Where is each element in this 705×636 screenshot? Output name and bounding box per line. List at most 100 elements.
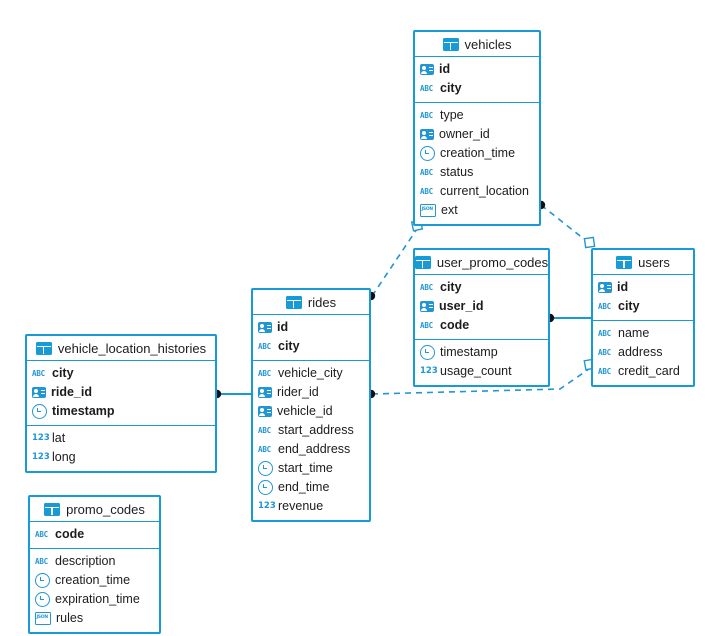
field-label: credit_card [618, 364, 680, 379]
primary-key-row[interactable]: id [415, 60, 539, 79]
clock-icon [32, 404, 47, 419]
field-label: long [52, 450, 76, 465]
primary-key-row[interactable]: id [593, 278, 693, 297]
column-row[interactable]: ABC start_address [253, 421, 369, 440]
clock-icon [35, 573, 50, 588]
field-label: ext [441, 203, 458, 218]
card-icon [32, 387, 46, 398]
clock-icon [258, 480, 273, 495]
primary-key-row[interactable]: user_id [415, 297, 548, 316]
column-row[interactable]: expiration_time [30, 590, 159, 609]
abc-icon: ABC [258, 445, 271, 454]
field-label: id [277, 320, 289, 335]
abc-icon: ABC [598, 348, 611, 357]
table-header: users [593, 250, 693, 275]
column-row[interactable]: ABC type [415, 106, 539, 125]
abc-icon: ABC [258, 426, 271, 435]
table-title: rides [307, 294, 337, 310]
primary-key-row[interactable]: ride_id [27, 383, 215, 402]
primary-key-row[interactable]: timestamp [27, 402, 215, 421]
json-icon [420, 204, 436, 217]
field-label: end_time [278, 480, 330, 495]
column-row[interactable]: creation_time [30, 571, 159, 590]
column-row[interactable]: owner_id [415, 125, 539, 144]
table-title: users [638, 254, 670, 270]
field-label: lat [52, 431, 66, 446]
column-row[interactable]: rider_id [253, 383, 369, 402]
card-icon [258, 322, 272, 333]
clock-icon [420, 345, 435, 360]
field-label: user_id [439, 299, 484, 314]
field-label: id [439, 62, 451, 77]
field-label: start_address [278, 423, 354, 438]
field-label: timestamp [52, 404, 115, 419]
table-grid-icon [35, 341, 52, 355]
edge-vehicles-to-users[interactable] [536, 200, 596, 249]
column-row[interactable]: vehicle_id [253, 402, 369, 421]
column-row[interactable]: timestamp [415, 343, 548, 362]
column-row[interactable]: ext [415, 201, 539, 220]
table-header: promo_codes [30, 497, 159, 522]
column-row[interactable]: rules [30, 609, 159, 628]
abc-icon: ABC [420, 283, 433, 292]
card-icon [258, 406, 272, 417]
column-row[interactable]: start_time [253, 459, 369, 478]
table-header: vehicles [415, 32, 539, 57]
column-row[interactable]: end_time [253, 478, 369, 497]
abc-icon: ABC [598, 329, 611, 338]
abc-icon: ABC [32, 369, 45, 378]
abc-icon: ABC [420, 321, 433, 330]
abc-icon: ABC [35, 530, 48, 539]
field-label: timestamp [440, 345, 498, 360]
column-row[interactable]: creation_time [415, 144, 539, 163]
primary-key-row[interactable]: id [253, 318, 369, 337]
table-header: user_promo_codes [414, 250, 549, 275]
table-title: user_promo_codes [436, 254, 549, 270]
field-label: type [440, 108, 464, 123]
abc-icon: ABC [420, 84, 433, 93]
field-label: id [617, 280, 629, 295]
card-icon [420, 301, 434, 312]
abc-icon: ABC [420, 187, 433, 196]
edge-histories-to-rides[interactable] [212, 389, 251, 399]
table-grid-icon [44, 502, 61, 516]
abc-icon: ABC [420, 111, 433, 120]
field-label: rider_id [277, 385, 319, 400]
card-icon [420, 64, 434, 75]
edge-promo-to-users[interactable] [545, 313, 591, 323]
json-icon [35, 612, 51, 625]
